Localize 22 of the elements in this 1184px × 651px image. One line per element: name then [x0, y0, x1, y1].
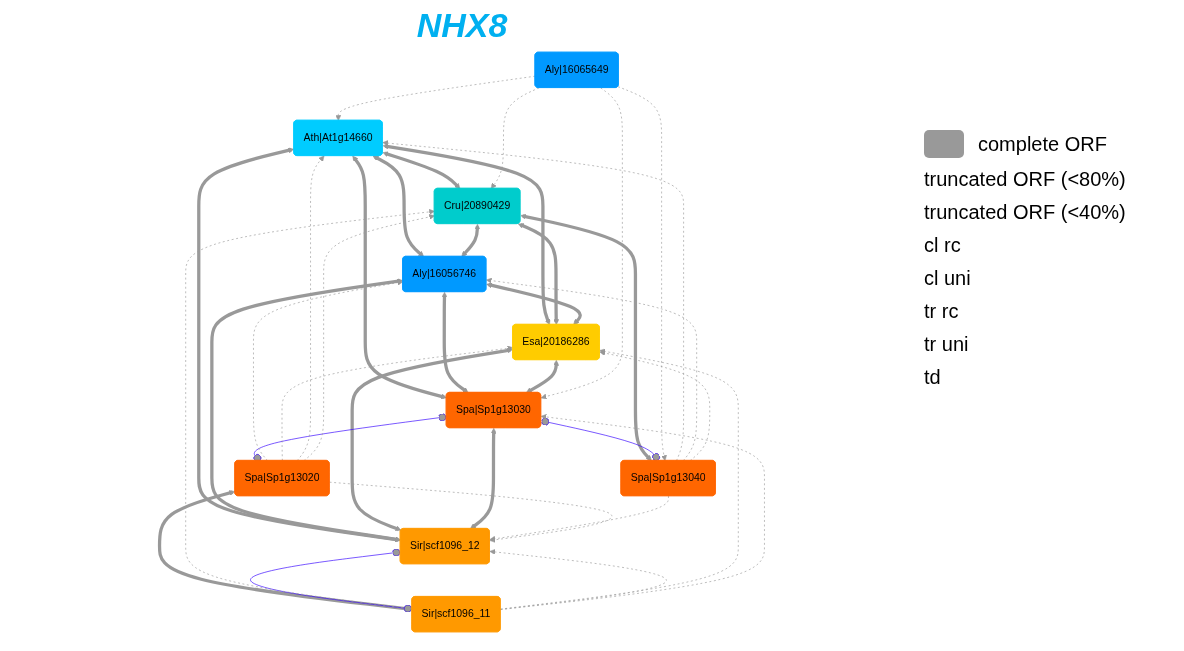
arrow — [461, 223, 481, 257]
arrow — [441, 291, 469, 393]
arrow — [470, 428, 497, 529]
legend-label: complete ORF — [978, 132, 1107, 156]
arrow — [526, 360, 560, 393]
arrow — [382, 143, 551, 325]
legend-label: tr uni — [924, 333, 969, 356]
arrow — [352, 155, 447, 400]
arrow — [486, 282, 582, 325]
arrow — [518, 223, 560, 325]
legend-label: truncated ORF (<80%) — [924, 168, 1126, 191]
legend-label: truncated ORF (<40%) — [924, 201, 1126, 224]
arrow — [197, 147, 401, 543]
legend-label: tr rc — [924, 300, 959, 323]
arrow — [520, 213, 652, 461]
arrow — [350, 347, 513, 532]
legend-label: cl rc — [924, 234, 961, 257]
diagram-title: NHX8 — [416, 6, 508, 45]
legend-label: cl uni — [924, 267, 971, 290]
arrow — [382, 151, 461, 189]
arrow — [372, 155, 424, 257]
legend-label: td — [924, 366, 941, 389]
